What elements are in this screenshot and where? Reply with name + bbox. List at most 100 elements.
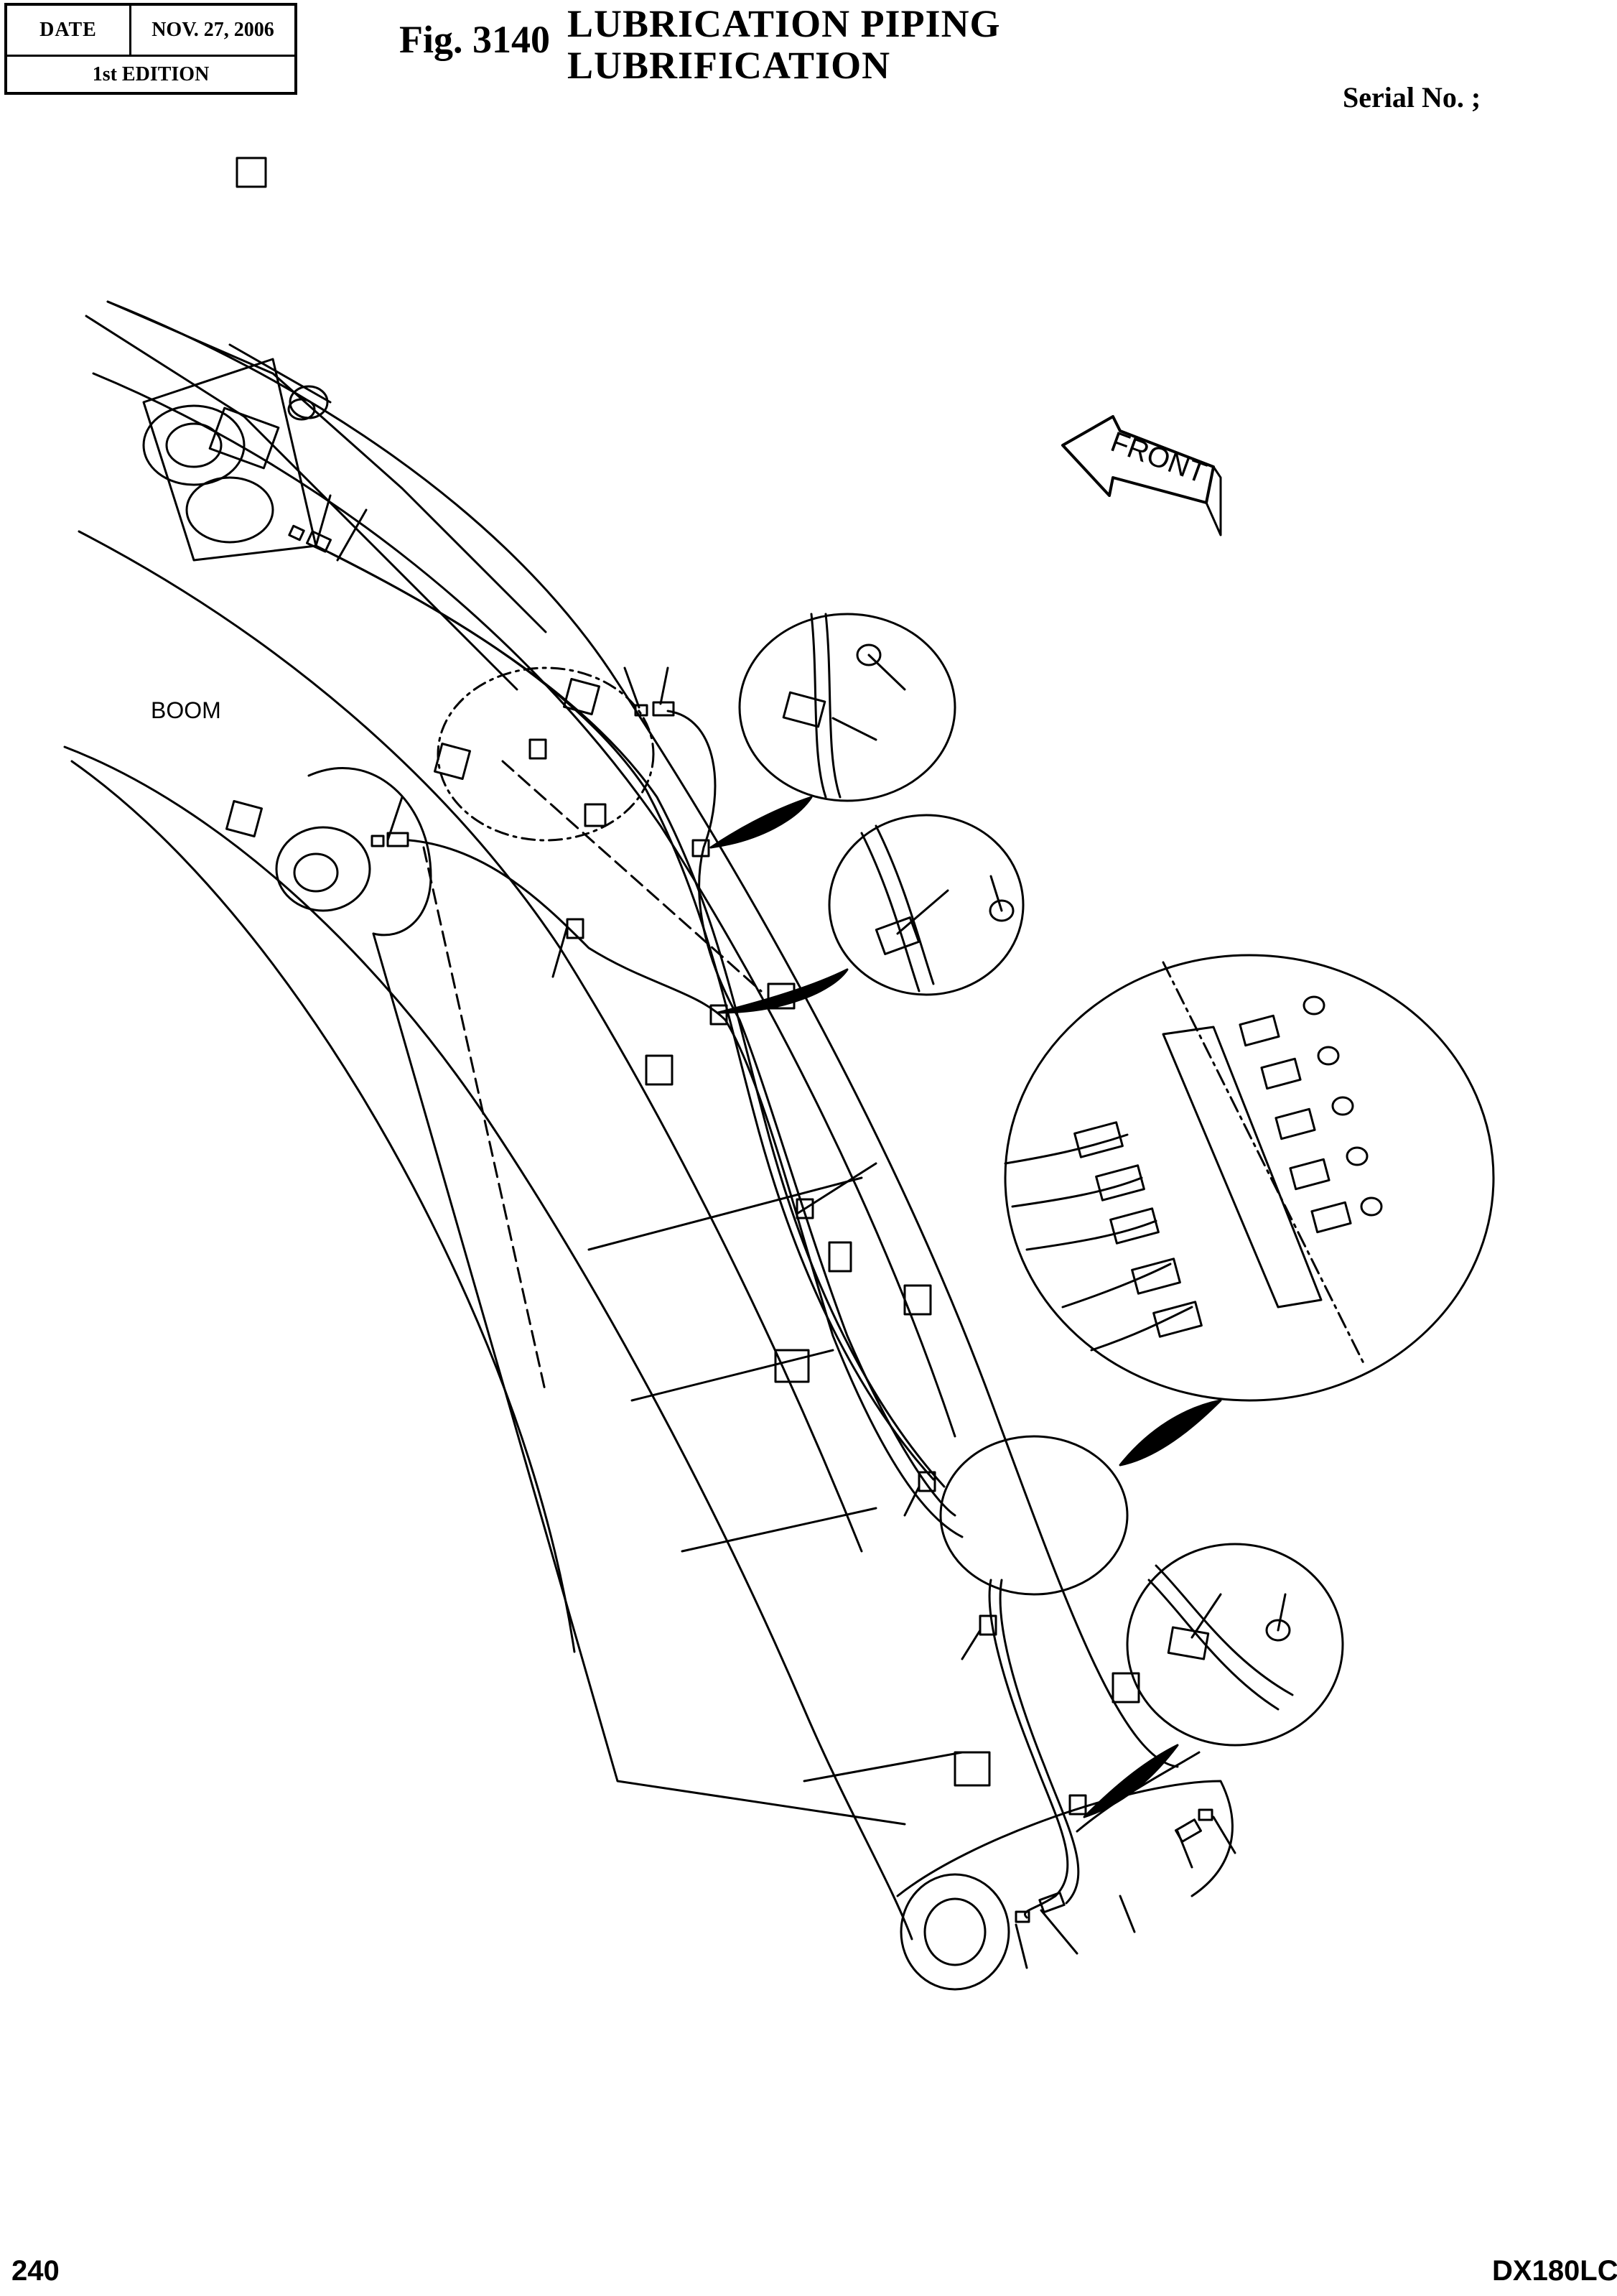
boss-4 <box>645 1054 674 1086</box>
fitting-foot-1 <box>1038 1891 1066 1914</box>
detail-3-hose-2 <box>1011 1176 1143 1208</box>
detail-4-hose-b <box>1155 1564 1294 1696</box>
boom-dash-line-1 <box>422 846 547 1395</box>
boom-plate-line-3 <box>681 1507 877 1553</box>
header-info-box: DATE NOV. 27, 2006 1st EDITION <box>4 3 297 95</box>
arm-pin-boss <box>142 404 246 486</box>
clamp-1 <box>528 738 547 760</box>
leader-cyl-1 <box>386 796 404 842</box>
arm-link-upper <box>106 300 547 633</box>
leader-foot-4 <box>1176 1830 1193 1869</box>
leader-arm-2 <box>336 508 368 562</box>
front-arrow <box>1061 415 1215 504</box>
header-date-row: DATE NOV. 27, 2006 <box>7 6 294 57</box>
detail-3-nut-1 <box>1303 995 1325 1015</box>
detail-1-clamp <box>782 691 826 728</box>
leader-clamp-8 <box>903 1485 921 1517</box>
date-value: NOV. 27, 2006 <box>152 19 274 41</box>
boss-8 <box>954 1751 991 1787</box>
fitting-boom-cyl <box>386 832 409 847</box>
model-code: DX180LC <box>1492 2255 1617 2287</box>
leader-clamp-4 <box>551 925 569 978</box>
boom-bottom-left-edge <box>70 760 576 1653</box>
boss-2 <box>434 743 471 780</box>
front-arrow-shadow <box>1205 465 1222 536</box>
leader-clamp-6 <box>796 1162 877 1215</box>
detail-1-bolt <box>856 643 882 666</box>
clamp-6 <box>796 1198 814 1219</box>
hose-6 <box>999 1579 1080 1905</box>
leader-foot-5 <box>1212 1816 1236 1854</box>
detail-3-nut-2 <box>1317 1046 1340 1066</box>
detail-circle-2 <box>828 814 1025 996</box>
detail-3-nipple-5 <box>1310 1201 1352 1234</box>
boom-foot-pin-outer <box>900 1873 1010 1991</box>
clamp-3 <box>691 839 710 857</box>
leader-foot-3 <box>1119 1895 1136 1933</box>
detail-4-clamp <box>1167 1626 1210 1660</box>
detail-3-hose-1 <box>1004 1133 1129 1165</box>
boss-6 <box>774 1349 810 1383</box>
clamp-9 <box>979 1614 997 1636</box>
clamp-7 <box>828 1241 852 1273</box>
arm-link-lower <box>85 315 518 691</box>
detail-circle-3 <box>1004 954 1495 1402</box>
hose-2 <box>329 552 946 1488</box>
detail-3-dash <box>1162 961 1366 1366</box>
detail-3-nut-4 <box>1346 1146 1369 1166</box>
date-label: DATE <box>7 6 131 55</box>
leader-foot-1 <box>1015 1923 1028 1969</box>
fitting-arm-top <box>306 530 332 553</box>
boom-upper-edge-2 <box>92 372 956 1438</box>
detail-2-hose-a <box>860 832 921 993</box>
boss-1 <box>563 678 600 715</box>
title-line-2: LUBRIFICATION <box>567 44 891 87</box>
boom-cylinder-plate <box>307 767 432 936</box>
clamp-10 <box>1068 1794 1087 1816</box>
arm-link-bar <box>228 343 332 404</box>
figure-number: Fig. 3140 <box>399 18 550 61</box>
arm-bracket <box>208 406 280 470</box>
boss-11 <box>287 398 316 421</box>
boom-foot-pin-inner <box>923 1897 987 1966</box>
fitting-arm-top-2 <box>288 524 305 542</box>
detail-4-pointer <box>1083 1744 1179 1818</box>
detail-3-hose-3 <box>1025 1219 1157 1251</box>
detail-2-pointer <box>717 968 849 1014</box>
boss-7 <box>1112 1672 1140 1704</box>
leader-clamp-9 <box>961 1629 982 1660</box>
detail-2-clamp <box>875 916 921 955</box>
boom-foot-end <box>896 1780 1234 1897</box>
hose-3 <box>666 710 956 1517</box>
boom-plate-line-1 <box>587 1176 863 1251</box>
boom-lower-edge <box>63 745 913 1941</box>
title-line-1: LUBRICATION PIPING <box>567 2 1001 45</box>
detail-1-pointer <box>709 796 813 849</box>
edition-label: 1st EDITION <box>92 62 210 85</box>
fitting-foot-4 <box>1198 1808 1213 1821</box>
detail-3-nipple-3 <box>1275 1107 1316 1140</box>
leader-foot-2 <box>1040 1909 1078 1955</box>
detail-1-leader-1 <box>867 654 906 691</box>
hose-5 <box>988 1579 1069 1919</box>
detail-circle-4 <box>1126 1543 1344 1747</box>
boss-5 <box>903 1284 932 1316</box>
boom-label: BOOM <box>151 697 221 723</box>
detail-3-hose-4 <box>1061 1263 1172 1309</box>
link-boss <box>185 476 274 544</box>
detail-4-leader-2 <box>1277 1593 1287 1632</box>
detail-2-leader-2 <box>989 875 1003 912</box>
clamp-8 <box>918 1471 936 1492</box>
detail-2-leader-1 <box>896 889 949 935</box>
clamp-5 <box>709 1004 728 1026</box>
detail-3-nut-3 <box>1331 1096 1354 1116</box>
detail-3-fitting-5 <box>1152 1301 1203 1338</box>
detail-3-fitting-4 <box>1131 1258 1181 1295</box>
detail-3-fitting-2 <box>1095 1164 1145 1202</box>
boom-top-edge <box>106 300 1179 1768</box>
boom-side-plate <box>372 932 906 1826</box>
manifold-on-boom-circle <box>939 1435 1129 1596</box>
serial-number-label: Serial No. ; <box>1343 81 1481 113</box>
detail-3-hose-5 <box>1090 1306 1193 1352</box>
